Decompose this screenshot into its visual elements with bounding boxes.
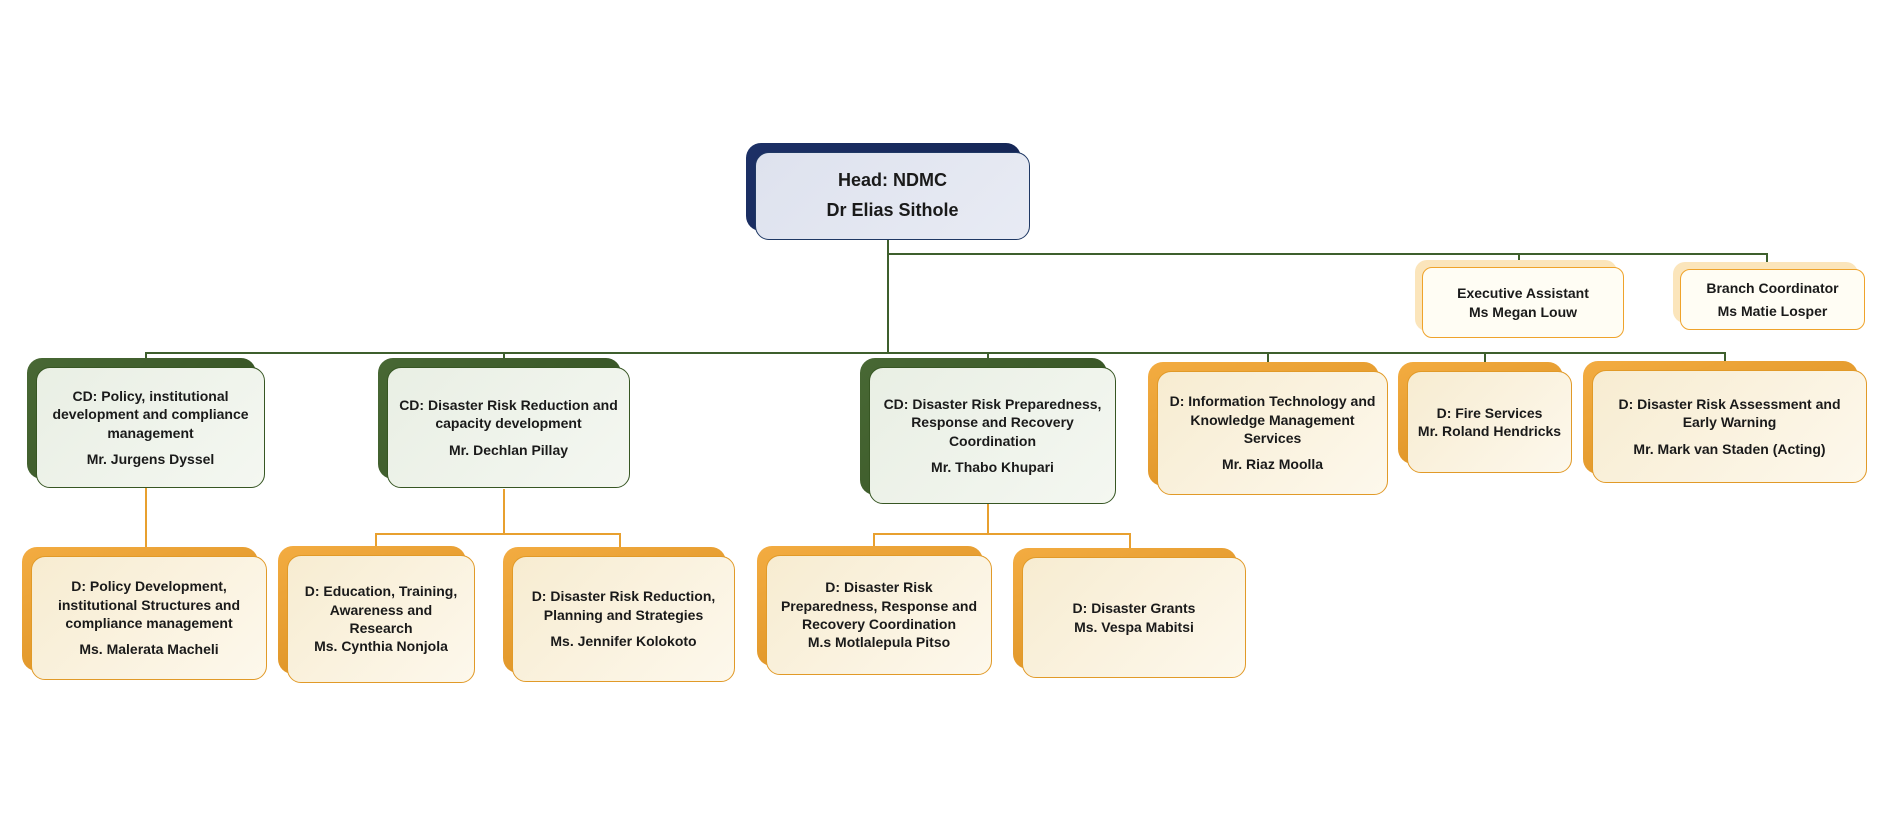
node-person: Ms. Vespa Mabitsi	[1074, 618, 1194, 635]
connector-stub-d-it	[1267, 352, 1269, 365]
connector-cd-policy-down	[145, 488, 147, 548]
node-title: Branch Coordinator	[1706, 279, 1839, 296]
node-cd-policy: CD: Policy, institutional development an…	[27, 358, 265, 488]
connector-cd-preparedness-down	[987, 503, 989, 535]
node-d-policy-development: D: Policy Development, institutional Str…	[22, 547, 267, 680]
node-title: D: Fire Services	[1436, 404, 1543, 421]
node-branch-coordinator: Branch Coordinator Ms Matie Losper	[1673, 262, 1865, 330]
node-person: Ms. Jennifer Kolokoto	[550, 633, 697, 650]
node-person: Ms. Cynthia Nonjola	[314, 638, 448, 655]
connector-top-right	[887, 253, 1768, 255]
node-person: Dr Elias Sithole	[826, 200, 959, 220]
connector-stub-executive-assistant	[1518, 253, 1520, 263]
connector-row2-horizontal	[145, 352, 1726, 354]
node-title: D: Education, Training, Awareness and Re…	[304, 583, 458, 636]
node-person: Ms. Malerata Macheli	[79, 641, 219, 658]
node-d-education-training: D: Education, Training, Awareness and Re…	[278, 546, 475, 683]
node-title: D: Policy Development, institutional Str…	[57, 578, 240, 631]
node-person: Mr. Riaz Moolla	[1221, 456, 1324, 473]
node-d-information-technology: D: Information Technology and Knowledge …	[1148, 362, 1388, 495]
node-person: Ms Matie Losper	[1717, 303, 1828, 319]
connector-stub-d-grants	[1129, 533, 1131, 550]
node-title: D: Disaster Risk Reduction, Planning and…	[531, 588, 716, 623]
node-d-disaster-grants: D: Disaster Grants Ms. Vespa Mabitsi	[1013, 548, 1246, 678]
connector-stub-branch-coordinator	[1766, 253, 1768, 265]
node-cd-preparedness: CD: Disaster Risk Preparedness, Response…	[860, 358, 1116, 504]
connector-stub-d-response	[873, 533, 875, 548]
node-d-fire-services: D: Fire Services Mr. Roland Hendricks	[1398, 362, 1572, 473]
node-title: CD: Policy, institutional development an…	[52, 387, 249, 441]
connector-cd-drr-down	[503, 489, 505, 535]
node-title: Head: NDMC	[837, 170, 947, 191]
connector-stub-d-assessment	[1724, 352, 1726, 364]
node-person: Mr. Jurgens Dyssel	[86, 450, 215, 467]
node-title: CD: Disaster Risk Reduction and capacity…	[399, 396, 618, 432]
node-title: CD: Disaster Risk Preparedness, Response…	[883, 395, 1102, 449]
connector-stub-cd-drr	[503, 352, 505, 361]
connector-stub-d-planning	[619, 533, 621, 549]
connector-stub-cd-policy	[145, 352, 147, 361]
node-title: D: Information Technology and Knowledge …	[1169, 393, 1376, 446]
node-title: Executive Assistant	[1457, 285, 1589, 302]
node-person: Mr. Thabo Khupari	[931, 458, 1054, 475]
node-title: D: Disaster Grants	[1072, 600, 1196, 617]
node-person: Mr. Dechlan Pillay	[448, 441, 569, 458]
connector-stub-d-fire	[1484, 352, 1486, 365]
node-person: M.s Motlalepula Pitso	[807, 634, 951, 651]
connector-stub-cd-preparedness	[987, 352, 989, 361]
connector-head-down	[887, 240, 889, 354]
node-d-planning-strategies: D: Disaster Risk Reduction, Planning and…	[503, 547, 735, 682]
node-d-risk-assessment: D: Disaster Risk Assessment and Early Wa…	[1583, 361, 1867, 483]
node-person: Mr. Mark van Staden (Acting)	[1633, 440, 1826, 457]
node-d-response-coordination: D: Disaster Risk Preparedness, Response …	[757, 546, 992, 675]
connector-under-cd-drr	[375, 533, 621, 535]
node-executive-assistant: Executive Assistant Ms Megan Louw	[1415, 260, 1624, 338]
node-title: D: Disaster Risk Assessment and Early Wa…	[1618, 395, 1841, 431]
node-person: Mr. Roland Hendricks	[1417, 423, 1562, 439]
connector-stub-d-education	[375, 533, 377, 548]
node-person: Ms Megan Louw	[1468, 303, 1578, 320]
connector-under-cd-preparedness	[873, 533, 1131, 535]
node-cd-disaster-risk-reduction: CD: Disaster Risk Reduction and capacity…	[378, 358, 630, 488]
node-title: D: Disaster Risk Preparedness, Response …	[780, 579, 978, 632]
node-head-ndmc: Head: NDMC Dr Elias Sithole	[746, 143, 1030, 240]
